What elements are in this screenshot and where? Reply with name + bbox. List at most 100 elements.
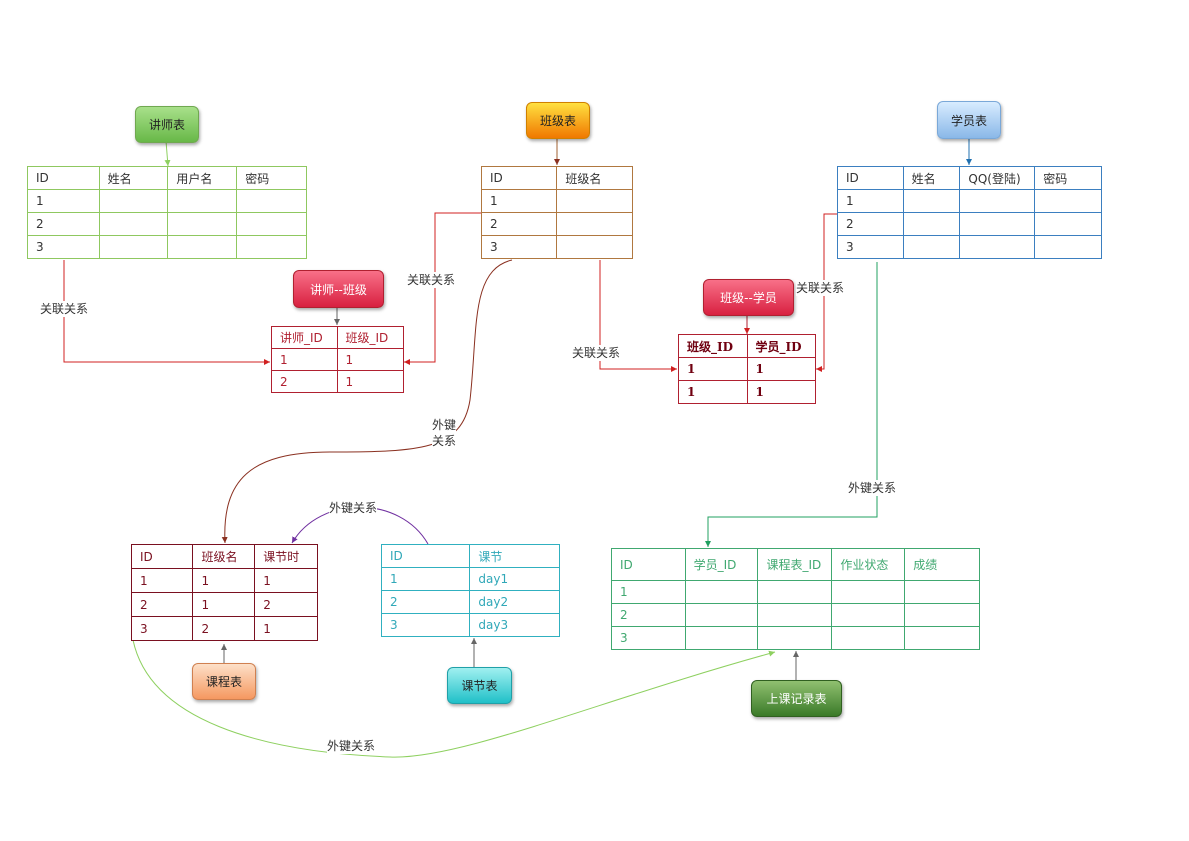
fk-annotation-line-2: 关系	[432, 434, 457, 448]
table-cell	[831, 626, 906, 650]
table-cell: 1	[678, 380, 748, 404]
table-cell: 3	[27, 235, 100, 259]
table-cell: day1	[469, 567, 560, 591]
table-row: 1	[611, 580, 980, 604]
table-cell: 1	[254, 616, 318, 641]
class-table-label: 班级表	[526, 102, 590, 139]
table-cell	[167, 189, 238, 213]
relation-annotation-1: 关联关系	[40, 301, 89, 317]
class-student-table: 班级_ID 学员_ID 1 1 1 1	[678, 334, 816, 404]
table-cell: day3	[469, 613, 560, 637]
table-row: 2	[837, 212, 1102, 236]
class-table: ID 班级名 1 2 3	[480, 166, 633, 259]
table-cell	[1034, 212, 1102, 236]
table-cell	[904, 626, 980, 650]
header-cell: ID	[611, 548, 686, 581]
student-table-label: 学员表	[937, 101, 1001, 139]
table-cell: 2	[254, 592, 318, 617]
table-cell: 2	[611, 603, 686, 627]
table-cell	[167, 235, 238, 259]
table-cell	[902, 189, 961, 213]
table-row: 1 day1	[380, 567, 560, 591]
table-row: 2	[480, 212, 633, 236]
table-cell: 1	[611, 580, 686, 604]
table-cell: 3	[130, 616, 194, 641]
table-cell: 1	[192, 592, 256, 617]
header-cell: 课节时	[254, 544, 318, 569]
table-header-row: ID 学员_ID 课程表_ID 作业状态 成绩	[611, 548, 980, 581]
class-student-table-label: 班级--学员	[703, 279, 794, 316]
header-cell: 用户名	[167, 166, 238, 190]
table-cell: 1	[254, 568, 318, 593]
header-cell: 班级_ID	[336, 326, 405, 349]
table-header-row: 班级_ID 学员_ID	[678, 334, 816, 358]
table-cell	[556, 235, 633, 259]
table-row: 1 1 1	[130, 568, 318, 593]
table-header-row: ID 班级名	[480, 166, 633, 190]
table-cell: 1	[480, 189, 558, 213]
header-cell: 成绩	[904, 548, 980, 581]
table-cell: day2	[469, 590, 560, 614]
table-row: 2 day2	[380, 590, 560, 614]
course-table-label: 课程表	[192, 663, 256, 700]
header-cell: 密码	[1034, 166, 1102, 190]
table-cell: 1	[336, 370, 405, 393]
table-cell	[904, 580, 980, 604]
record-table-label: 上课记录表	[751, 680, 842, 717]
table-cell: 2	[271, 370, 338, 393]
table-row: 1 1	[678, 380, 816, 404]
header-cell: 班级名	[192, 544, 256, 569]
teacher-to-tc-link	[63, 260, 270, 365]
table-header-row: ID 班级名 课节时	[130, 544, 318, 569]
table-cell	[831, 603, 906, 627]
header-cell: 班级名	[556, 166, 633, 190]
header-cell: QQ(登陆)	[959, 166, 1036, 190]
table-cell	[556, 212, 633, 236]
table-row: 3 day3	[380, 613, 560, 637]
table-cell: 1	[746, 357, 816, 381]
table-row: 1 1	[678, 357, 816, 381]
course-table: ID 班级名 课节时 1 1 1 2 1 2 3 2 1	[130, 544, 318, 641]
table-cell: 1	[380, 567, 471, 591]
table-row: 2 1	[271, 370, 405, 393]
table-cell: 1	[27, 189, 100, 213]
table-row: 2 1 2	[130, 592, 318, 617]
header-cell: 作业状态	[831, 548, 906, 581]
table-cell	[236, 212, 307, 236]
table-cell	[98, 189, 169, 213]
course-to-record-fk	[132, 639, 776, 758]
teacher-class-table-label: 讲师--班级	[293, 270, 384, 308]
table-cell	[684, 626, 759, 650]
header-cell: ID	[837, 166, 904, 190]
header-cell: ID	[480, 166, 558, 190]
relation-annotation-2: 关联关系	[407, 272, 456, 288]
table-header-row: ID 姓名 QQ(登陆) 密码	[837, 166, 1102, 190]
table-row: 1 1	[271, 348, 405, 371]
foreign-key-annotation-4: 外键关系	[327, 738, 376, 754]
table-cell: 2	[130, 592, 194, 617]
header-cell: 班级_ID	[678, 334, 748, 358]
table-cell	[1034, 189, 1102, 213]
record-table: ID 学员_ID 课程表_ID 作业状态 成绩 1 2 3	[611, 548, 980, 650]
table-cell: 2	[27, 212, 100, 236]
table-cell	[902, 235, 961, 259]
table-cell: 1	[746, 380, 816, 404]
table-cell: 3	[480, 235, 558, 259]
header-cell: 姓名	[902, 166, 961, 190]
table-cell	[236, 189, 307, 213]
table-cell	[902, 212, 961, 236]
header-cell: 密码	[236, 166, 307, 190]
table-cell	[236, 235, 307, 259]
lesson-table-label: 课节表	[447, 667, 512, 704]
table-cell	[757, 603, 833, 627]
lesson-table: ID 课节 1 day1 2 day2 3 day3	[380, 544, 560, 637]
header-cell: 姓名	[98, 166, 169, 190]
table-header-row: ID 课节	[380, 544, 560, 568]
table-cell: 2	[837, 212, 904, 236]
table-cell	[959, 189, 1036, 213]
student-table: ID 姓名 QQ(登陆) 密码 1 2 3	[837, 166, 1102, 259]
teacher-label-arrow	[164, 140, 171, 167]
header-cell: 学员_ID	[684, 548, 759, 581]
table-row: 1	[837, 189, 1102, 213]
class-to-course-fk	[221, 259, 513, 544]
